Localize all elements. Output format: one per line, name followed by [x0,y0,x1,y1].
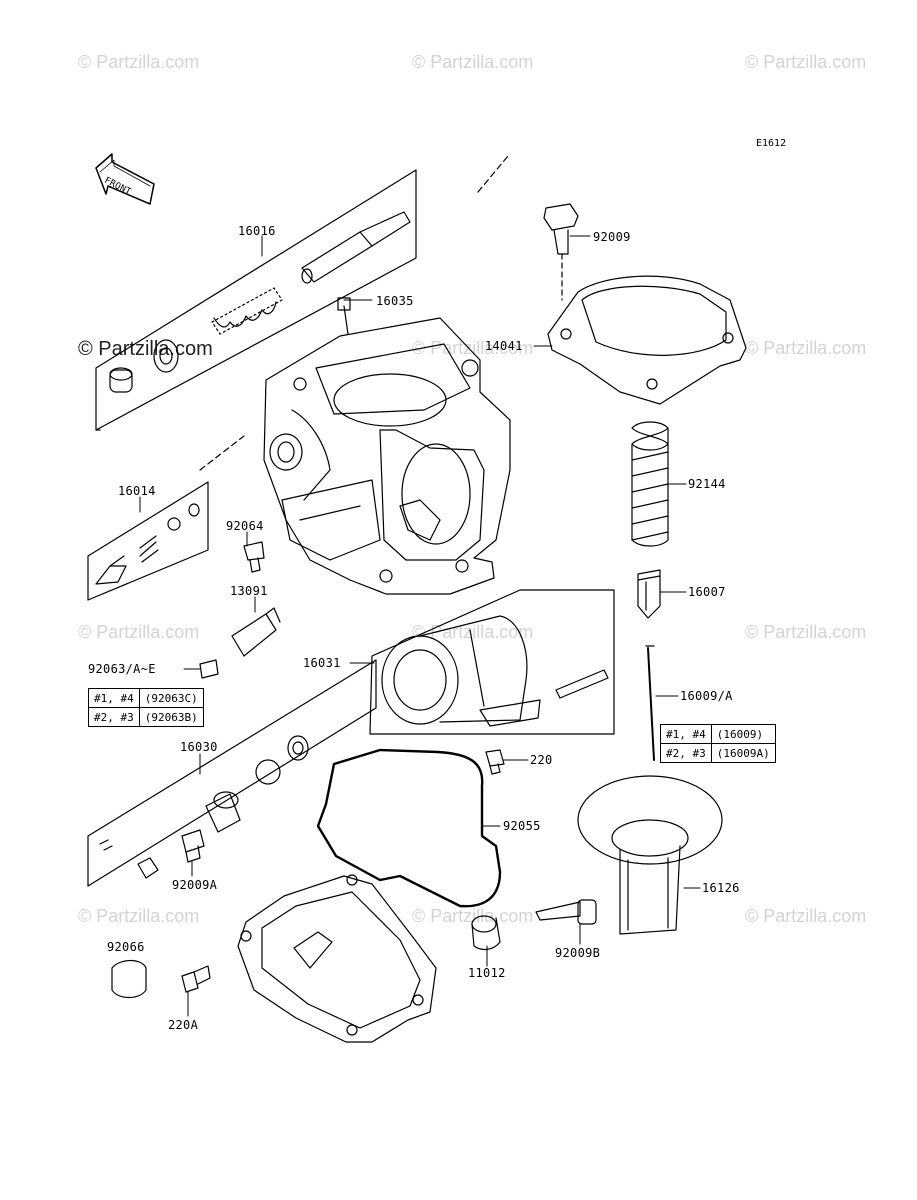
label-13091: 13091 [230,584,268,598]
float-bowl [237,874,437,1043]
label-16030: 16030 [180,740,218,754]
watermark-dark: © Partzilla.com [78,338,213,360]
label-92064: 92064 [226,519,264,533]
part-16016 [109,211,411,393]
part-16014-components [95,503,200,585]
group-box-16031 [369,589,615,735]
table-cell-cyl: #2, #3 [660,743,712,763]
part-92055-gasket [316,748,502,908]
group-box-16016 [95,169,417,431]
table-row: #1, #4 (92063C) [88,688,204,708]
label-16014: 16014 [118,484,156,498]
label-220a: 220A [168,1018,199,1032]
watermark: © Partzilla.com [412,622,534,642]
label-92009: 92009 [593,230,631,244]
label-16031: 16031 [303,656,341,670]
table-row: #1, #4 (16009) [660,724,776,744]
variant-table-92063: #1, #4 (92063C) #2, #3 (92063B) [88,688,204,727]
part-92009b-screw [535,899,597,925]
diagram-code: E1612 [756,138,787,149]
label-92144: 92144 [688,477,726,491]
label-220: 220 [530,753,553,767]
label-16016: 16016 [238,224,276,238]
label-11012: 11012 [468,966,506,980]
part-220-screw [485,749,505,775]
part-16009-needle [645,645,655,761]
watermark: © Partzilla.com [745,338,867,358]
part-16031-piston [381,615,609,727]
variant-table-16009: #1, #4 (16009) #2, #3 (16009A) [660,724,776,763]
group-box-16014 [87,481,209,601]
label-92009a: 92009A [172,878,218,892]
part-11012-cap [471,915,501,951]
watermark: © Partzilla.com [745,906,867,926]
label-16035: 16035 [376,294,414,308]
part-92009-screw [543,203,579,301]
part-16007-holder [637,569,661,619]
part-92066-plug [111,959,147,999]
label-16009a: 16009/A [680,689,733,703]
group-box-16030 [87,659,377,887]
part-220a-screw [181,965,211,993]
watermark: © Partzilla.com [78,622,200,642]
label-16007: 16007 [688,585,726,599]
table-row: #2, #3 (16009A) [660,743,776,763]
label-92066: 92066 [107,940,145,954]
part-92009a-screw [181,829,205,863]
watermark: © Partzilla.com [412,338,534,358]
label-14041: 14041 [485,339,523,353]
part-92063-jet [199,659,219,679]
label-16126: 16126 [702,881,740,895]
table-cell-cyl: #1, #4 [88,688,140,708]
part-16126-diaphragm [577,775,723,935]
watermark: © Partzilla.com [78,906,200,926]
watermark: © Partzilla.com [412,52,534,72]
table-cell-part: (16009) [710,724,776,744]
part-92064-jet [243,541,265,573]
table-cell-cyl: #2, #3 [88,707,140,727]
label-92055: 92055 [503,819,541,833]
leader-lines [139,235,701,1017]
table-cell-part: (92063C) [138,688,204,708]
watermark: © Partzilla.com [78,52,200,72]
table-cell-part: (92063B) [138,707,204,727]
part-16030-components [99,735,309,879]
table-cell-cyl: #1, #4 [660,724,712,744]
label-92063: 92063/A~E [88,662,156,676]
label-92009b: 92009B [555,946,601,960]
watermark: © Partzilla.com [745,52,867,72]
carburetor-body [263,297,511,595]
part-92144-spring [631,421,669,547]
front-arrow-icon [95,153,155,205]
part-14041-cover [547,275,747,405]
part-13091-jet [231,607,281,657]
table-row: #2, #3 (92063B) [88,707,204,727]
watermark: © Partzilla.com [745,622,867,642]
table-cell-part: (16009A) [710,743,776,763]
watermark: © Partzilla.com [412,906,534,926]
